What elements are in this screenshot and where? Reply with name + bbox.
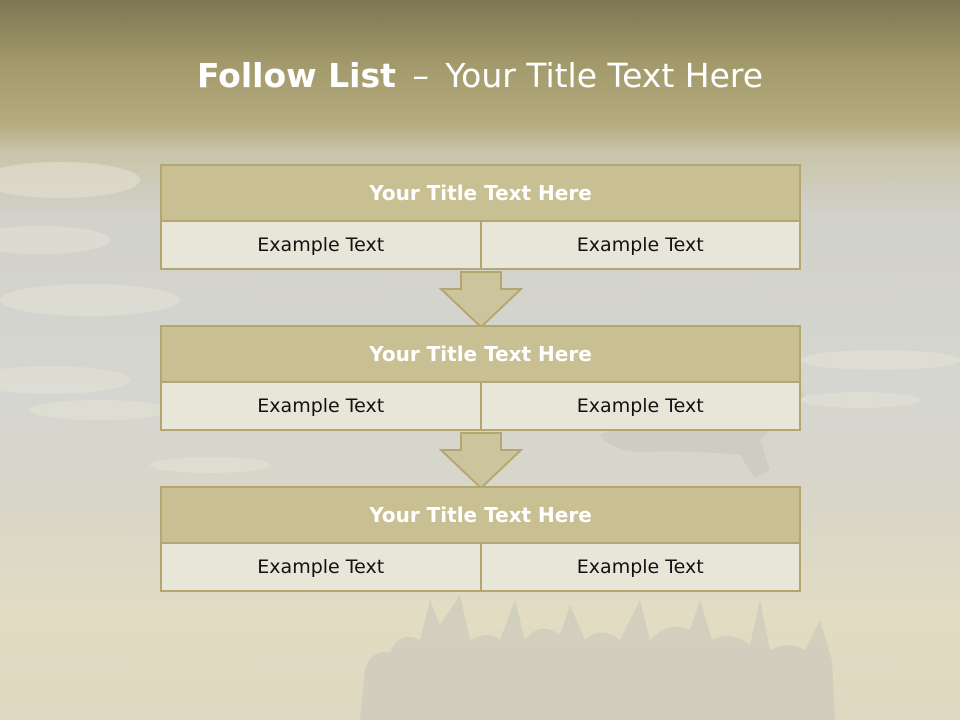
- step-block-2: Your Title Text Here Example Text Exampl…: [160, 325, 801, 431]
- step-header-2: Your Title Text Here: [162, 327, 799, 383]
- step-header-3: Your Title Text Here: [162, 488, 799, 544]
- down-arrow-icon: [439, 271, 523, 329]
- slide-title: Follow List – Your Title Text Here: [0, 54, 960, 98]
- step-1-right-cell: Example Text: [479, 222, 799, 268]
- step-2-left-cell: Example Text: [162, 383, 480, 429]
- step-block-3: Your Title Text Here Example Text Exampl…: [160, 486, 801, 592]
- step-row-1: Example Text Example Text: [162, 222, 799, 268]
- step-2-right-cell: Example Text: [479, 383, 799, 429]
- step-row-2: Example Text Example Text: [162, 383, 799, 429]
- step-header-1: Your Title Text Here: [162, 166, 799, 222]
- title-bold-part: Follow List: [196, 56, 396, 95]
- title-separator: –: [412, 56, 429, 95]
- step-3-left-cell: Example Text: [162, 544, 480, 590]
- step-block-1: Your Title Text Here Example Text Exampl…: [160, 164, 801, 270]
- title-rest-part: Your Title Text Here: [445, 56, 764, 95]
- step-row-3: Example Text Example Text: [162, 544, 799, 590]
- step-3-right-cell: Example Text: [479, 544, 799, 590]
- step-1-left-cell: Example Text: [162, 222, 480, 268]
- down-arrow-icon: [439, 432, 523, 490]
